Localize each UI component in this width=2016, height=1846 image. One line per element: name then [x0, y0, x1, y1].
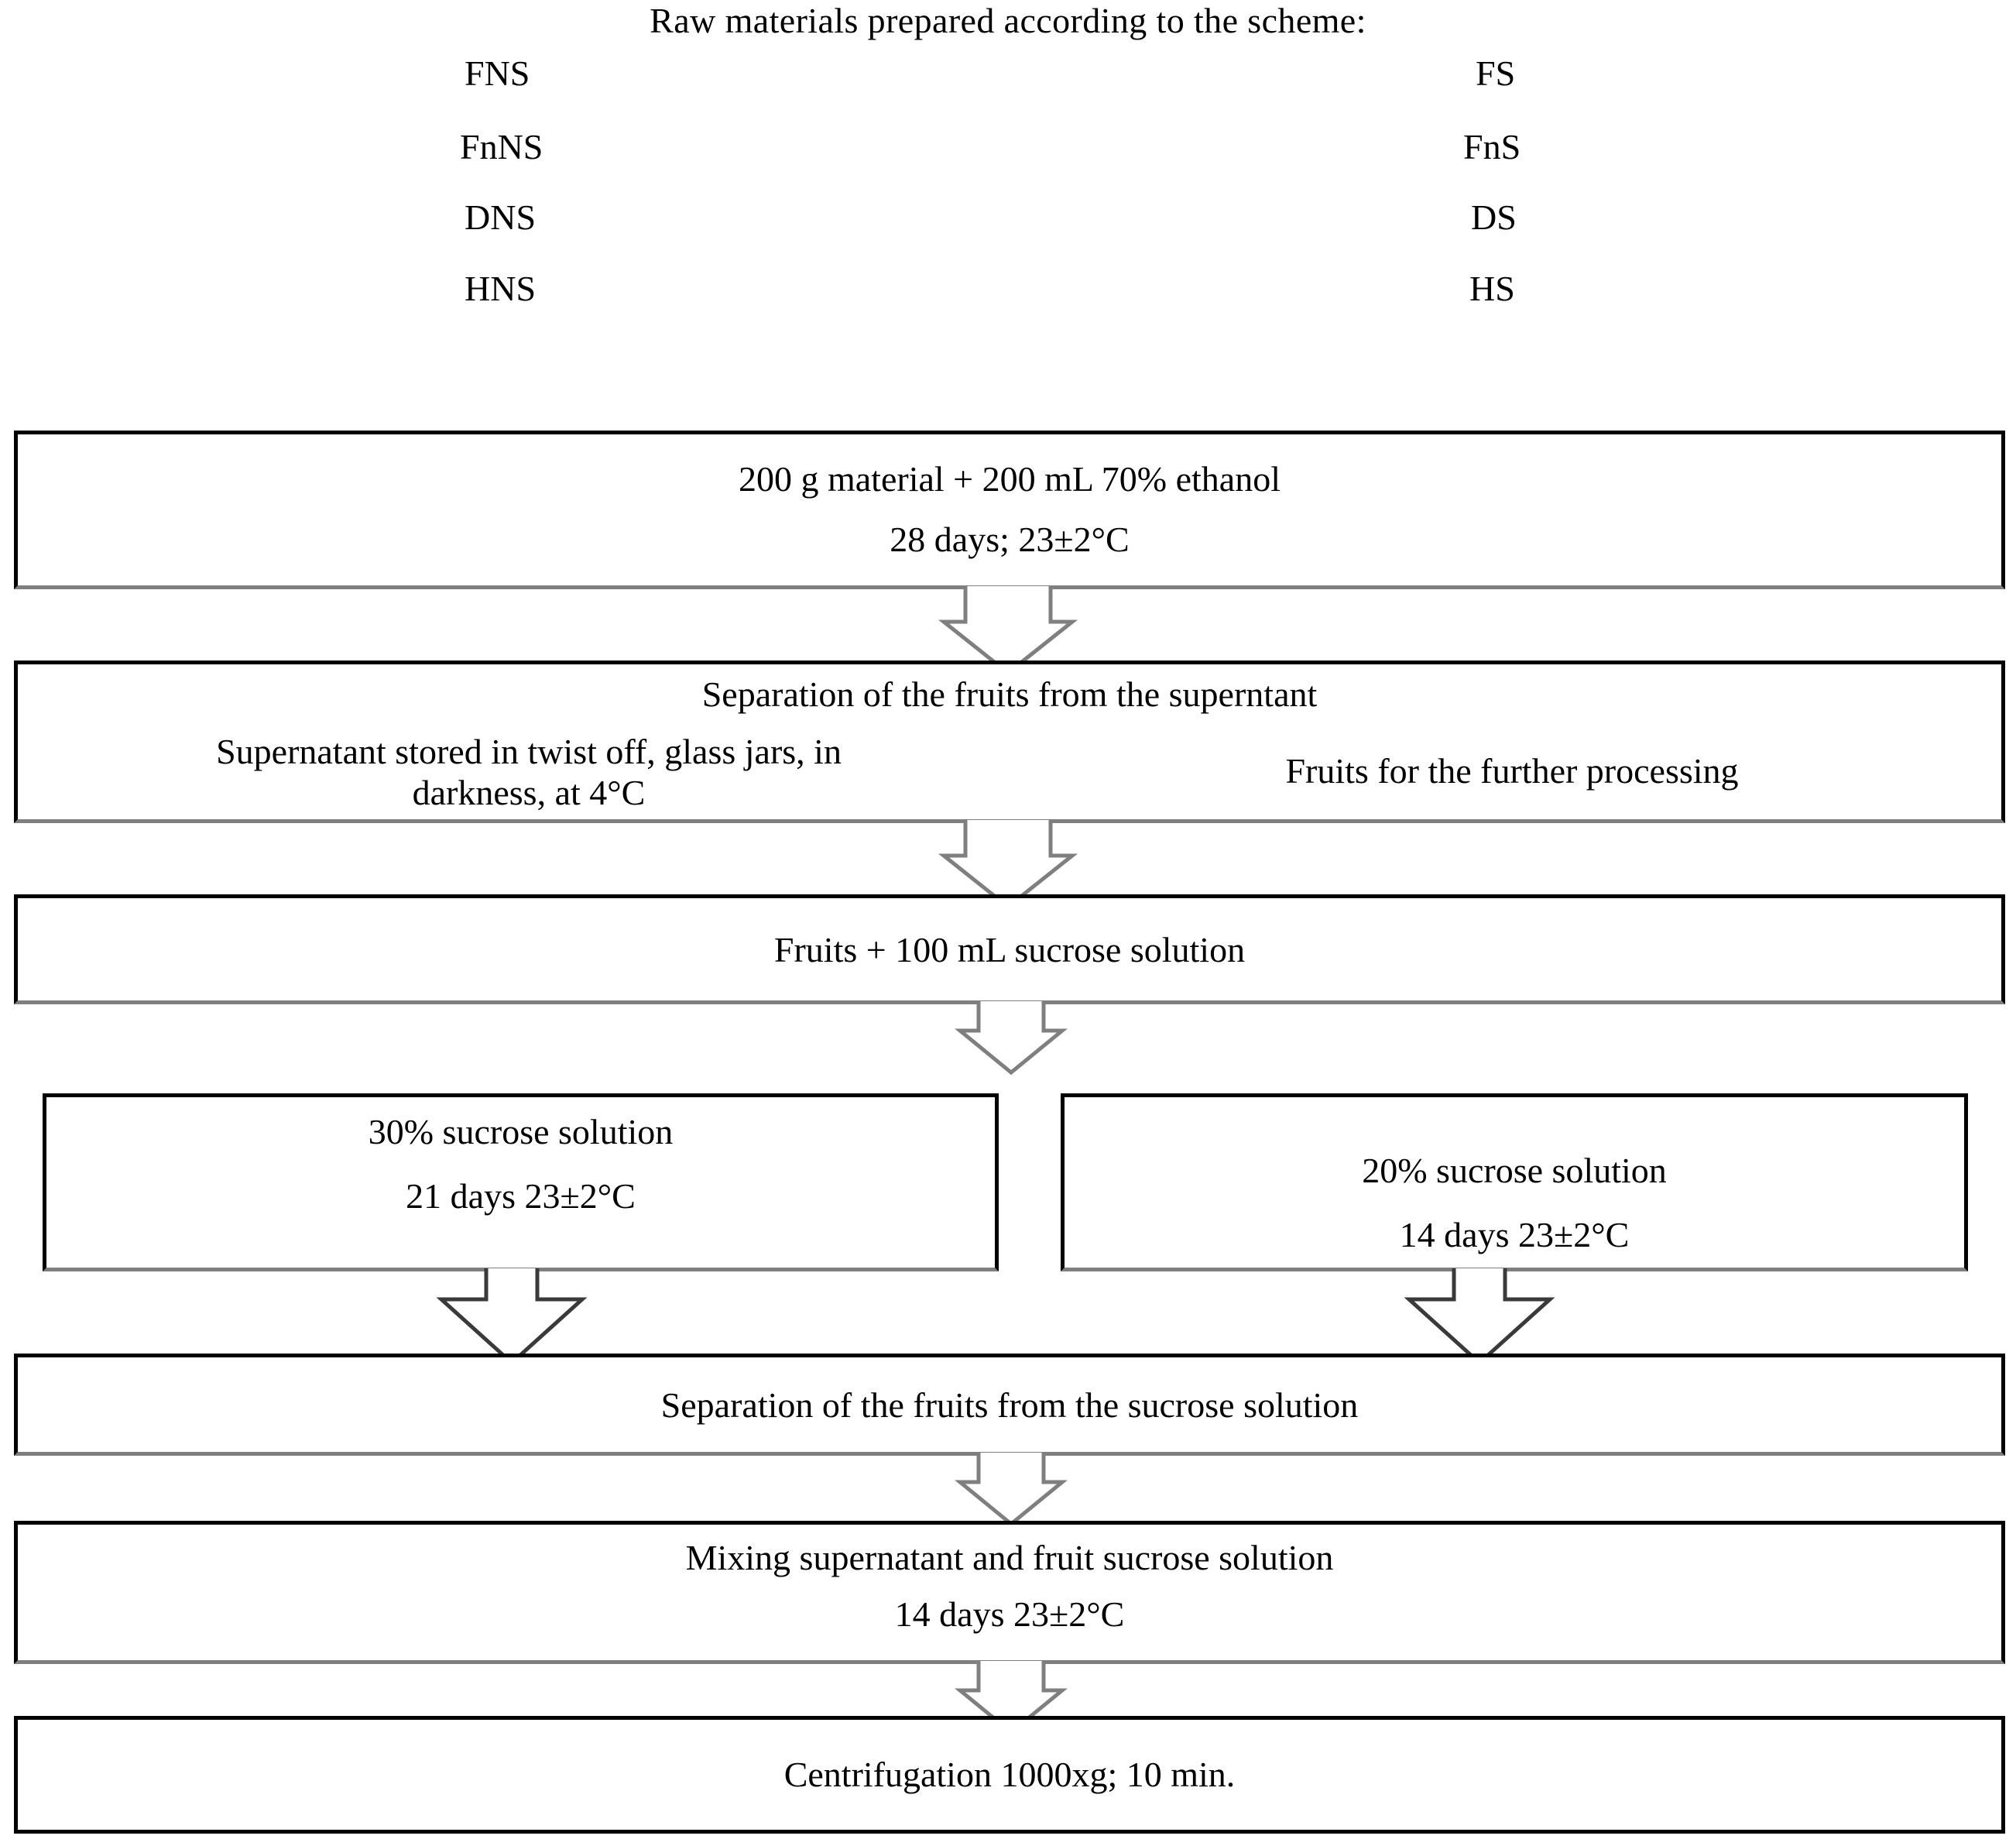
step-fruits-sucrose: Fruits + 100 mL sucrose solution: [14, 894, 2005, 1004]
flow-arrow-3: [954, 1001, 1068, 1076]
step-sucrose-30: 30% sucrose solution 21 days 23±2°C: [43, 1093, 999, 1271]
step-separation-supernatant: Separation of the fruits from the supern…: [14, 661, 2005, 823]
raw-material-code-fns: FNS: [465, 53, 530, 93]
step-sucrose-20: 20% sucrose solution 14 days 23±2°C: [1061, 1093, 1968, 1271]
raw-material-code-ds: DS: [1471, 197, 1517, 237]
supernatant-storage-line-1: Supernatant stored in twist off, glass j…: [216, 732, 842, 771]
supernatant-storage-line-2: darkness, at 4°C: [412, 773, 646, 812]
step-sucrose-30-line-1: 30% sucrose solution: [368, 1112, 674, 1151]
raw-material-code-dns: DNS: [465, 197, 537, 237]
step-mixing: Mixing supernatant and fruit sucrose sol…: [14, 1521, 2005, 1664]
step-separation-heading: Separation of the fruits from the supern…: [701, 674, 1318, 714]
step-sucrose-20-line-1: 20% sucrose solution: [1362, 1151, 1667, 1190]
raw-material-code-hs: HS: [1469, 269, 1515, 308]
step-centrifugation-line-1: Centrifugation 1000xg; 10 min.: [783, 1755, 1236, 1794]
step-extraction-line-2: 28 days; 23±2°C: [890, 520, 1130, 559]
raw-material-code-fnns: FnNS: [460, 127, 543, 166]
step-sucrose-20-line-2: 14 days 23±2°C: [1399, 1215, 1630, 1254]
step-extraction-line-1: 200 g material + 200 mL 70% ethanol: [738, 459, 1281, 499]
flow-arrow-4b: [1404, 1268, 1555, 1366]
step-separation-sucrose: Separation of the fruits from the sucros…: [14, 1354, 2005, 1456]
step-extraction: 200 g material + 200 mL 70% ethanol 28 d…: [14, 431, 2005, 589]
raw-material-code-fs: FS: [1476, 53, 1516, 93]
flow-arrow-4a: [436, 1268, 588, 1366]
flow-arrow-5: [954, 1453, 1068, 1527]
fruits-further-processing-label: Fruits for the further processing: [1285, 751, 1739, 791]
step-mixing-line-2: 14 days 23±2°C: [894, 1594, 1125, 1634]
step-fruits-sucrose-line-1: Fruits + 100 mL sucrose solution: [773, 930, 1246, 969]
raw-material-code-fns-s: FnS: [1463, 127, 1521, 166]
step-sucrose-30-line-2: 21 days 23±2°C: [406, 1176, 636, 1216]
step-centrifugation: Centrifugation 1000xg; 10 min.: [14, 1716, 2005, 1834]
step-mixing-line-1: Mixing supernatant and fruit sucrose sol…: [685, 1538, 1334, 1577]
step-separation-sucrose-line-1: Separation of the fruits from the sucros…: [660, 1385, 1359, 1425]
diagram-title: Raw materials prepared according to the …: [650, 1, 1366, 40]
raw-material-code-hns: HNS: [465, 269, 537, 308]
